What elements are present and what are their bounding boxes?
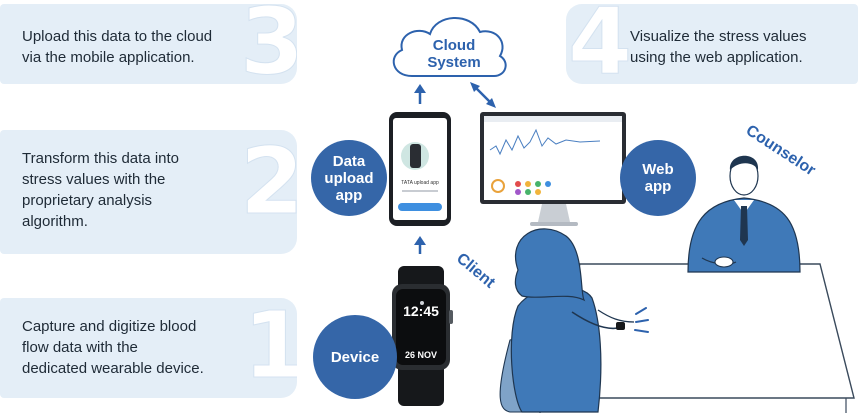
- phone-illustration: [389, 112, 451, 226]
- step-4-panel: 4 Visualize the stress values using the …: [566, 4, 858, 84]
- arrow-phone-to-cloud: [414, 84, 426, 104]
- arrow-cloud-web-bidirectional: [470, 82, 496, 108]
- watch-illustration: [392, 266, 453, 406]
- step-3-text: Upload this data to the cloud via the mo…: [22, 28, 213, 66]
- cloud-system-label: Cloud System: [427, 37, 481, 71]
- step-1-text: Capture and digitize blood flow data wit…: [22, 318, 204, 377]
- monitor-illustration: [480, 112, 626, 226]
- step-1-panel: 1 Capture and digitize blood flow data w…: [0, 298, 297, 398]
- cloud-icon: [392, 17, 507, 77]
- counselor-illustration: [687, 155, 801, 273]
- watch-time: 12:45: [403, 303, 439, 319]
- step-2-panel: 2 Transform this data into stress values…: [0, 130, 297, 254]
- watch-date: 26 NOV: [405, 350, 437, 360]
- step-3-panel: 3 Upload this data to the cloud via the …: [0, 4, 297, 84]
- phone-app-name: TATA upload app: [401, 180, 439, 186]
- web-app-node: Web app: [620, 140, 696, 216]
- arrow-watch-to-phone: [414, 236, 426, 254]
- step-2-number: 2: [239, 130, 297, 235]
- data-upload-app-node: Data upload app: [311, 140, 387, 216]
- step-4-text: Visualize the stress values using the we…: [630, 28, 807, 66]
- device-node: Device: [313, 315, 397, 399]
- step-1-number: 1: [242, 298, 297, 398]
- step-4-number: 4: [567, 4, 633, 84]
- client-illustration: [499, 228, 649, 413]
- step-3-number: 3: [239, 4, 297, 84]
- step-2-text: Transform this data into stress values w…: [22, 150, 180, 230]
